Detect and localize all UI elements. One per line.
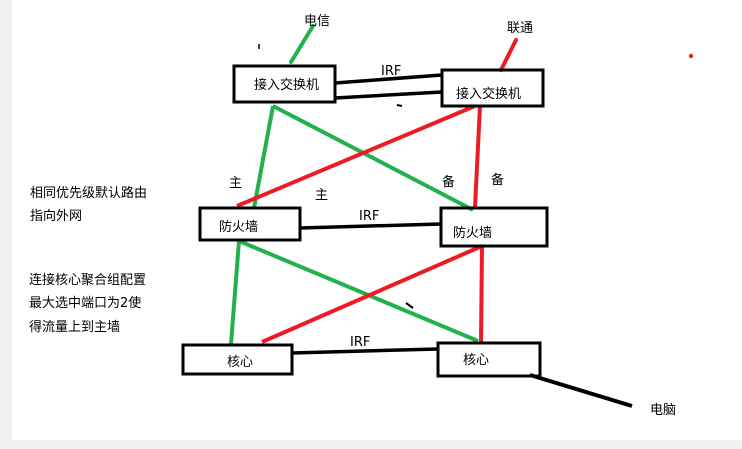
pc-label: 电脑: [650, 403, 676, 418]
note2-line2: 最大选中端口为2使: [29, 295, 141, 311]
link-fwL-coreR: [238, 239, 479, 343]
switch-right-label: 接入交换机: [456, 86, 521, 102]
uplink-telecom: [289, 24, 315, 64]
irf-top-link-1: [334, 73, 443, 85]
irf-middle-label: IRF: [359, 209, 379, 224]
link-switchL-fwR: [272, 104, 474, 212]
isp-unicom-label: 联通: [507, 21, 533, 36]
switch-left-box: [232, 64, 337, 104]
firewall-left-label: 防火墙: [219, 219, 258, 235]
irf-top-link-2: [334, 90, 443, 100]
core-left-label: 核心: [227, 355, 253, 370]
backup-label-1: 备: [442, 174, 455, 190]
note2-line1: 连接核心聚合组配置: [29, 272, 146, 288]
primary-label-2: 主: [315, 188, 328, 203]
irf-bottom-link: [291, 347, 439, 355]
irf-top-label: IRF: [381, 64, 401, 79]
firewall-right-label: 防火墙: [453, 225, 492, 241]
firewall-right-box: [439, 206, 549, 248]
isp-telecom-label: 电信: [304, 14, 330, 29]
switch-right-box: [440, 68, 545, 108]
note1-line2: 指向外网: [30, 208, 82, 224]
core-right-box: [436, 341, 542, 378]
link-switchR-fwL: [236, 104, 476, 208]
link-core-pc: [529, 373, 633, 408]
link-fwL-coreL: [229, 240, 241, 345]
stray-dot-red: [688, 53, 694, 59]
uplink-unicom: [499, 38, 518, 72]
stray-mark-2: [396, 104, 403, 107]
core-right-label: 核心: [463, 353, 489, 368]
link-fwR-coreR: [479, 245, 484, 343]
primary-label-1: 主: [229, 176, 242, 191]
firewall-left-box: [198, 206, 302, 242]
backup-label-2: 备: [491, 172, 504, 188]
irf-middle-link: [299, 222, 442, 230]
note1-line1: 相同优先级默认路由: [30, 185, 147, 201]
note2-line3: 得流量上到主墙: [29, 319, 120, 335]
link-fwR-coreL: [261, 244, 483, 344]
irf-bottom-label: IRF: [350, 335, 370, 350]
stray-mark-3: [405, 302, 414, 309]
switch-left-label: 接入交换机: [254, 77, 319, 93]
link-switchR-fwR: [473, 105, 482, 208]
link-switchL-fwL: [252, 105, 275, 209]
bottom-edge-strip: [0, 440, 742, 449]
left-edge-strip: [0, 0, 12, 449]
core-left-box: [181, 343, 294, 376]
